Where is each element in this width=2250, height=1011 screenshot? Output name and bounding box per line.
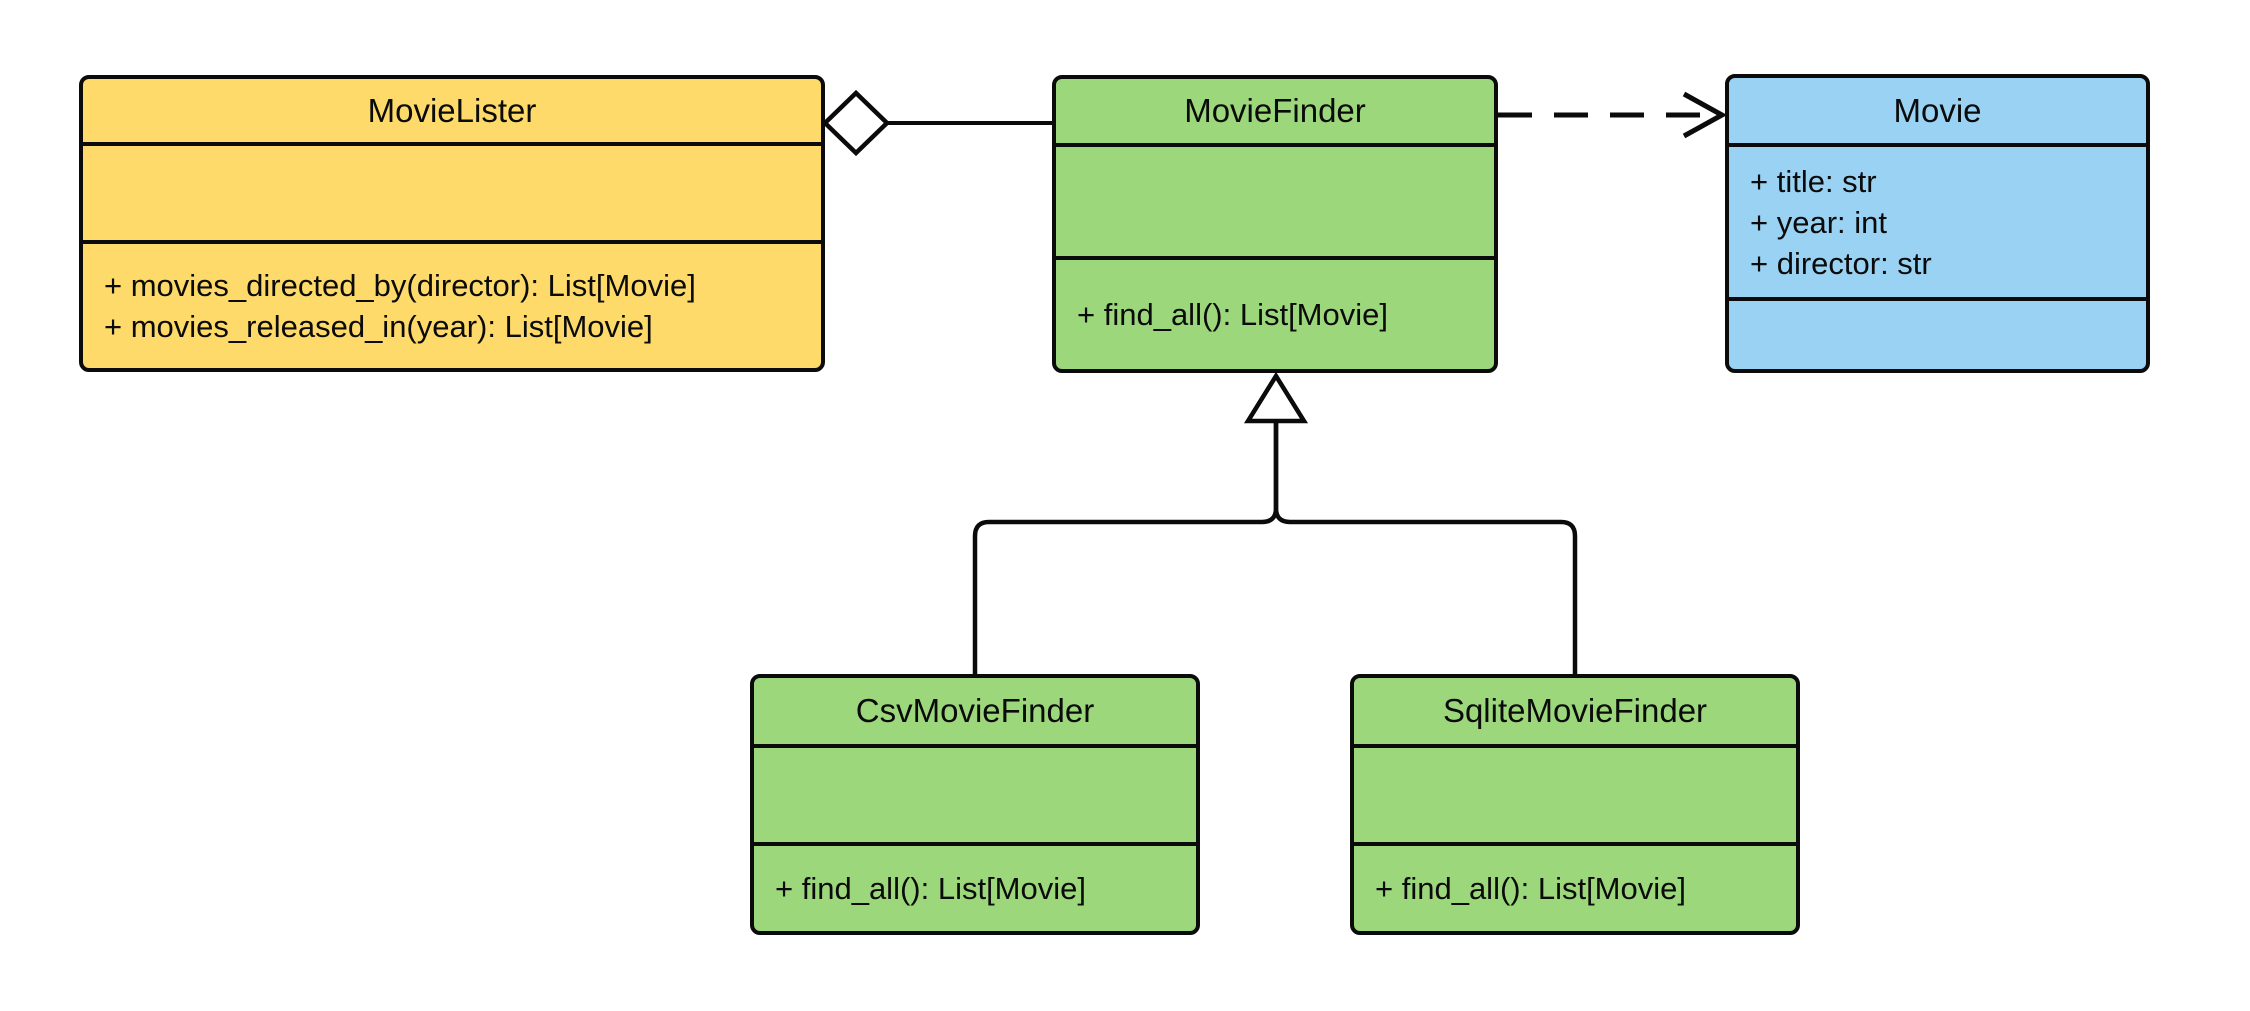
attribute-entry: + director: str: [1750, 245, 1932, 281]
open-arrowhead-marker: [1682, 91, 1728, 139]
class-movielister[interactable]: MovieLister + movies_directed_by(directo…: [79, 75, 825, 372]
hollow-triangle-marker: [1243, 371, 1309, 424]
class-moviefinder-methods-compartment: + find_all(): List[Movie]: [1056, 260, 1494, 369]
generalization-branch-csv: [972, 420, 1279, 674]
class-movie-methods-compartment: [1729, 301, 2146, 369]
class-csvmoviefinder-attributes-compartment: [754, 748, 1196, 846]
class-movielister-attributes-compartment: [83, 146, 821, 244]
class-movie-attributes-compartment: + title: str + year: int + director: str: [1729, 147, 2146, 301]
class-moviefinder-attributes-compartment: [1056, 147, 1494, 260]
method-entry: + find_all(): List[Movie]: [1375, 871, 1686, 906]
class-csvmoviefinder-methods-compartment: + find_all(): List[Movie]: [754, 846, 1196, 931]
class-sqlitemoviefinder-title: SqliteMovieFinder: [1354, 678, 1796, 748]
attribute-entry: + title: str: [1750, 163, 1877, 199]
class-movie-title: Movie: [1729, 78, 2146, 147]
class-sqlitemoviefinder[interactable]: SqliteMovieFinder + find_all(): List[Mov…: [1350, 674, 1800, 935]
class-movielister-methods-compartment: + movies_directed_by(director): List[Mov…: [83, 244, 821, 368]
class-moviefinder-title: MovieFinder: [1056, 79, 1494, 147]
generalization-branch-sqlite: [1273, 420, 1578, 674]
attribute-entry: + year: int: [1750, 204, 1887, 240]
aggregation-connector-movielister-moviefinder[interactable]: [821, 89, 1052, 157]
method-entry: + movies_directed_by(director): List[Mov…: [104, 268, 696, 303]
class-sqlitemoviefinder-attributes-compartment: [1354, 748, 1796, 846]
method-entry: + find_all(): List[Movie]: [1077, 297, 1388, 332]
dependency-connector-moviefinder-movie[interactable]: [1498, 91, 1728, 139]
generalization-connector-tree[interactable]: [972, 371, 1578, 674]
class-sqlitemoviefinder-methods-compartment: + find_all(): List[Movie]: [1354, 846, 1796, 931]
hollow-diamond-marker: [821, 89, 891, 157]
class-movie[interactable]: Movie + title: str + year: int + directo…: [1725, 74, 2150, 373]
method-entry: + find_all(): List[Movie]: [775, 871, 1086, 906]
class-csvmoviefinder-title: CsvMovieFinder: [754, 678, 1196, 748]
class-movielister-title: MovieLister: [83, 79, 821, 146]
method-entry: + movies_released_in(year): List[Movie]: [104, 309, 653, 344]
class-moviefinder[interactable]: MovieFinder + find_all(): List[Movie]: [1052, 75, 1498, 373]
class-csvmoviefinder[interactable]: CsvMovieFinder + find_all(): List[Movie]: [750, 674, 1200, 935]
